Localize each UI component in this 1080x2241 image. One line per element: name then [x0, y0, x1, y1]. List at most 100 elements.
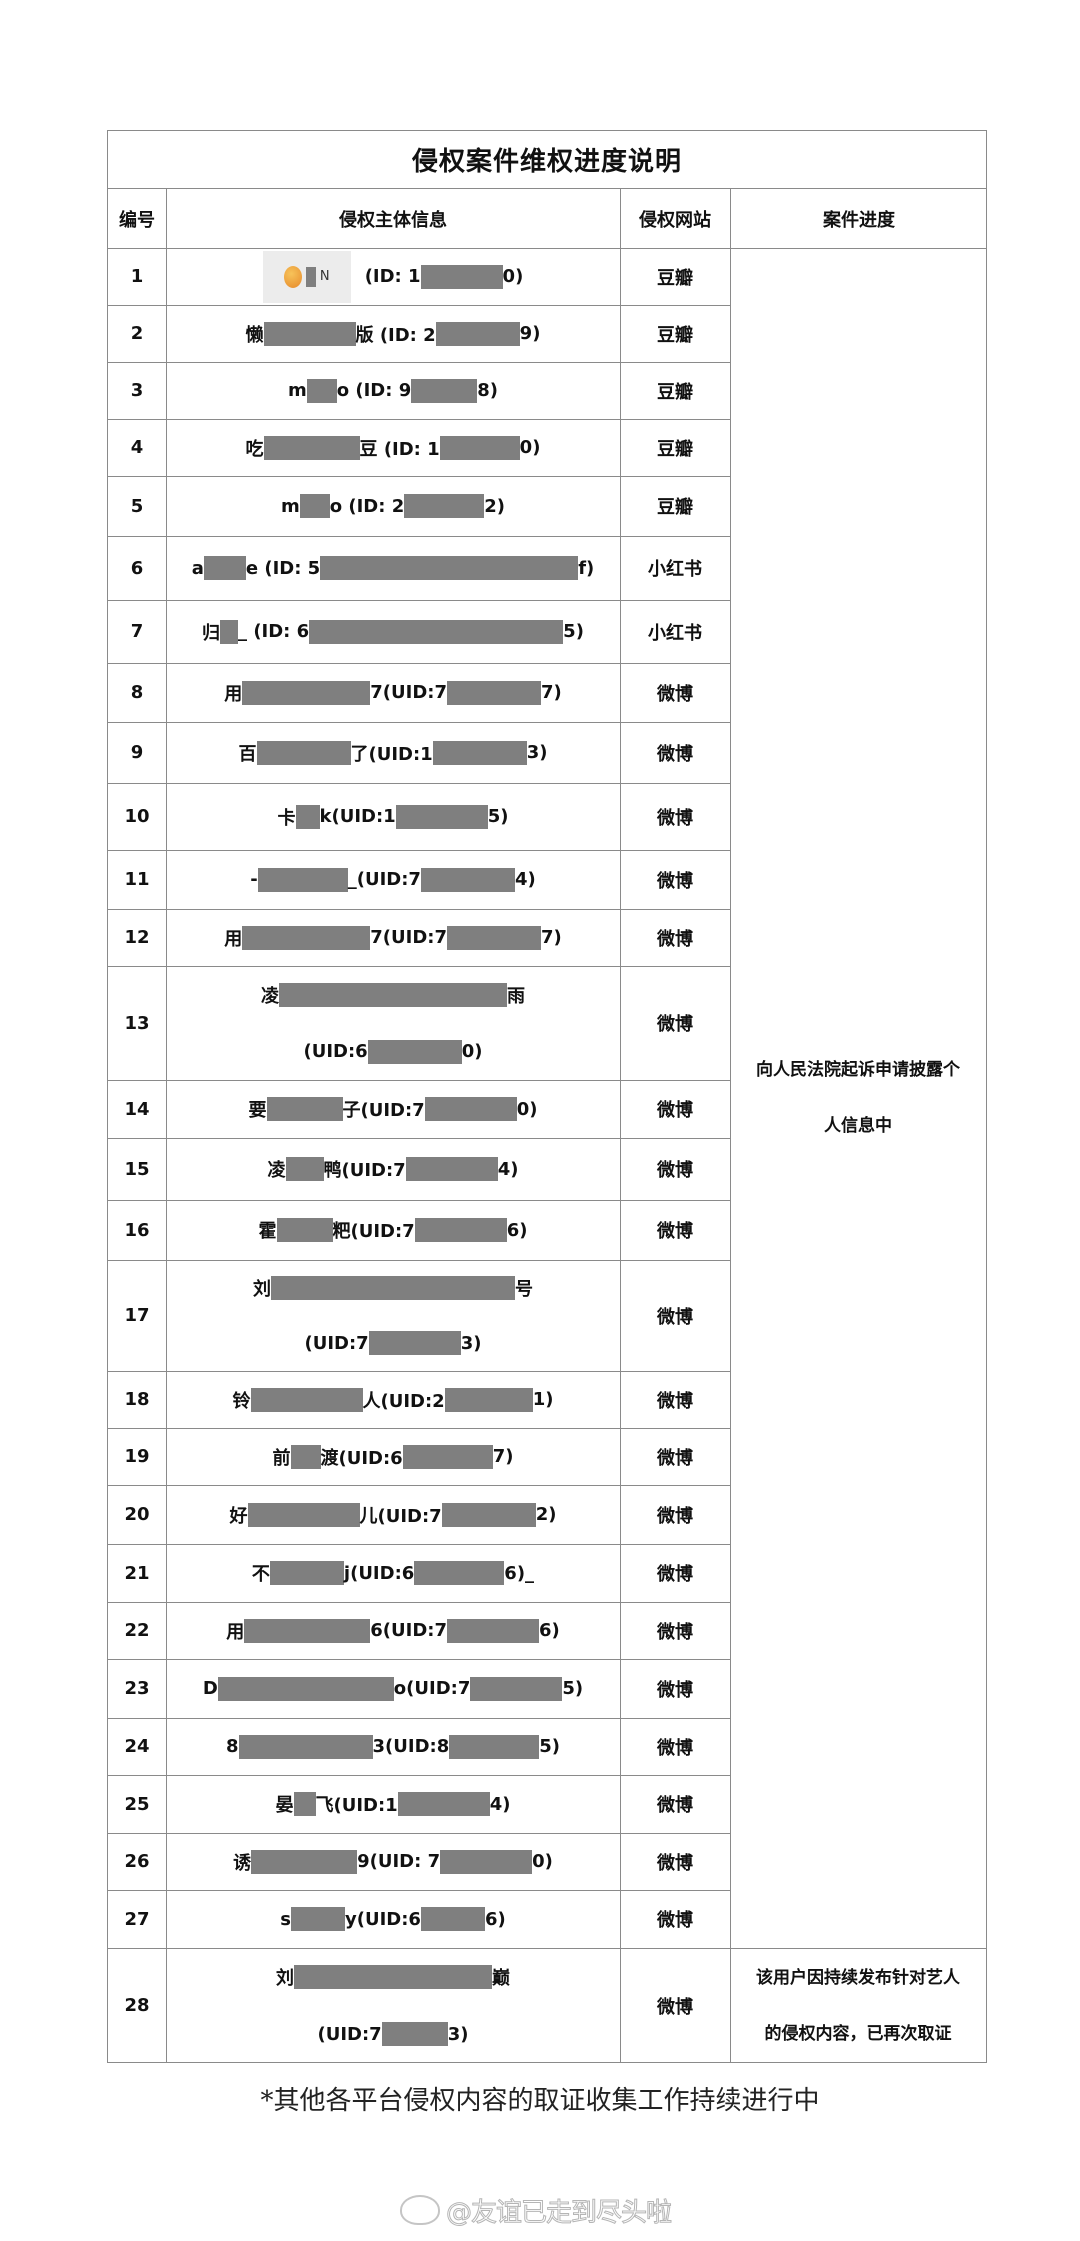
subject-text: j(UID:6	[343, 1562, 415, 1584]
subject-text: o (ID: 2	[329, 495, 405, 517]
redaction-block	[276, 1218, 333, 1242]
subject-text: 晏	[275, 1795, 294, 1816]
subject-text: 0)	[516, 1098, 538, 1120]
row-divider	[108, 1428, 730, 1429]
subject-text: 2)	[484, 495, 506, 517]
subject-text: 版 (ID: 2	[355, 324, 436, 346]
subject-text: 1)	[532, 1389, 554, 1410]
redaction-block	[420, 1907, 485, 1931]
row-number: 14	[124, 1098, 150, 1120]
redaction-block	[404, 494, 485, 518]
subject-text: 归	[202, 622, 221, 644]
subject-text: 5)	[487, 806, 509, 827]
subject-text: o (ID: 9	[336, 380, 412, 401]
redaction-block	[263, 321, 356, 346]
site-cell: 微博	[657, 1100, 693, 1121]
subject-text: 好	[229, 1505, 248, 1527]
subject-text: 不	[251, 1564, 270, 1585]
subject-text: _(UID:7	[347, 869, 421, 890]
redaction-block	[397, 1792, 490, 1816]
table-title-row: 侵权案件维权进度说明	[108, 131, 986, 189]
row-divider	[108, 1200, 730, 1201]
redaction-block	[250, 1387, 363, 1412]
header-site: 侵权网站	[639, 209, 711, 231]
row-divider	[108, 1080, 730, 1081]
weibo-logo-icon	[400, 2195, 440, 2225]
row-number: 9	[130, 742, 144, 763]
row-divider	[108, 1833, 730, 1834]
redaction-block	[441, 1502, 536, 1527]
redaction-block	[293, 1792, 316, 1816]
subject-text: 7)	[540, 682, 562, 703]
subject-text: 刘	[253, 1278, 271, 1300]
row-number: 16	[124, 1219, 150, 1241]
redaction-block	[414, 1561, 505, 1585]
redaction-block	[242, 925, 371, 950]
subject-text: (ID: 1	[364, 266, 421, 287]
redaction-block	[285, 1157, 324, 1181]
row-number: 22	[124, 1620, 150, 1641]
redaction-block	[309, 619, 564, 644]
row-number: 25	[124, 1793, 150, 1815]
row-number: 19	[124, 1446, 150, 1467]
row-divider	[108, 536, 730, 537]
subject-text: 4)	[489, 1793, 511, 1815]
avatar: N	[262, 250, 351, 303]
redaction-block	[291, 1907, 345, 1931]
row-number: 11	[124, 869, 150, 890]
row-number: 23	[124, 1678, 150, 1699]
subject-text: 4)	[497, 1158, 519, 1180]
redaction-block	[405, 1157, 498, 1181]
site-cell: 豆瓣	[657, 497, 693, 518]
row-divider	[108, 1775, 730, 1776]
subject-text: 0)	[519, 437, 541, 458]
row-divider	[108, 600, 730, 601]
row-divider	[108, 1659, 730, 1660]
site-cell: 微博	[657, 928, 693, 950]
row-number: 3	[130, 380, 144, 401]
subject-text: (UID:7	[304, 1332, 369, 1354]
row-number: 21	[124, 1562, 150, 1584]
footnote: *其他各平台侵权内容的取证收集工作持续进行中	[260, 2086, 820, 2116]
subject-text: D	[202, 1678, 218, 1699]
redaction-block	[411, 378, 478, 403]
subject-text: f)	[578, 557, 595, 579]
subject-text: _ (ID: 6	[238, 621, 310, 642]
subject-text: 8)	[477, 380, 499, 401]
row-number: 10	[124, 806, 150, 827]
row-divider	[108, 783, 730, 784]
row-divider	[108, 362, 730, 363]
redaction-block	[449, 1734, 540, 1759]
redaction-block	[279, 982, 507, 1007]
row-divider	[108, 1544, 730, 1545]
site-cell: 微博	[657, 807, 693, 829]
subject-text: 8	[225, 1736, 239, 1757]
header-no: 编号	[119, 209, 155, 231]
redaction-block	[257, 867, 348, 892]
row-divider	[108, 1260, 730, 1261]
col-divider-2	[620, 189, 621, 2063]
redaction-block	[263, 435, 360, 460]
subject-text: 用	[224, 928, 243, 950]
